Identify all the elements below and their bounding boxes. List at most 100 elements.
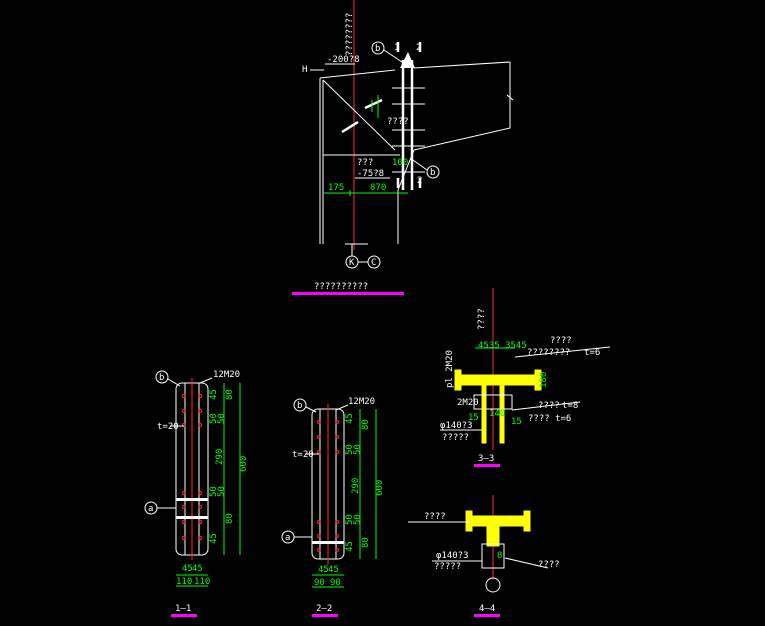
section-1-1: 12M20 b a t=20 45 80 50 50 290 50 50 80 … xyxy=(144,370,249,617)
bolt-holes-2 xyxy=(317,420,339,552)
mark-1-label: 1 xyxy=(394,43,399,53)
dim-2-80: 80 xyxy=(361,419,371,430)
bolt-group xyxy=(392,87,425,173)
weld-mark xyxy=(364,98,383,110)
left-label-3: 2M20 xyxy=(457,398,479,408)
section-2-2: 12M20 b a t=20 45 80 50 50 290 50 50 80 … xyxy=(281,397,385,617)
stiffener-1a xyxy=(176,498,208,501)
bottom-plate-label: -75?8 xyxy=(357,169,384,179)
bolt-holes-1 xyxy=(182,394,202,540)
axis-c-bubble xyxy=(367,255,381,269)
dim-2-80b: 80 xyxy=(361,537,371,548)
dim-1-45: 45 xyxy=(209,389,219,400)
top-note: ???????? xyxy=(345,13,355,56)
elevation-dims: 175 870 100 xyxy=(323,95,408,196)
sec-4-title-bar xyxy=(474,614,500,617)
dim-1-45b: 45 xyxy=(209,533,219,544)
t8-3: t=8 xyxy=(562,401,578,411)
dim-1-50d: 50 xyxy=(217,486,227,497)
mid-note: ???? xyxy=(387,117,409,127)
section-3-3-title: 3—3 xyxy=(478,454,494,464)
beam-bottom-flange xyxy=(413,127,511,151)
bolts-label-2: 12M20 xyxy=(348,397,375,407)
dim-8-4: 8 xyxy=(497,551,502,561)
dim-2-45c: 45 xyxy=(318,565,329,575)
dim-2-600: 600 xyxy=(375,480,385,496)
tag-b-circle xyxy=(371,41,385,55)
sec-3-title-bar xyxy=(474,464,500,467)
flange-plate-3 xyxy=(459,374,541,386)
web-right-3 xyxy=(499,384,505,444)
h-mark: H xyxy=(302,65,307,75)
elevation-view: 1 2 2 b b H -200?8 ???????? ???? ??? -75… xyxy=(292,0,514,295)
mark-2b-label: 2 xyxy=(417,176,422,186)
tag-b2-label: b xyxy=(430,168,435,178)
bottom-note: ??? xyxy=(357,158,373,168)
dim-1-45c: 45 xyxy=(182,564,193,574)
dims-top-3: 4535 3545 xyxy=(478,341,527,351)
tag-a-1: a xyxy=(148,504,153,514)
dim-2-45: 45 xyxy=(345,413,355,424)
section-3-3: 4535 3545 ???? ???? ???????? t=6 pl 2M20… xyxy=(440,288,611,467)
mark-2-label: 2 xyxy=(416,43,421,53)
bolts-label-1: 12M20 xyxy=(213,370,240,380)
note-4: ???? xyxy=(424,512,446,522)
plate-top-cap xyxy=(400,52,415,68)
dim-175: 175 xyxy=(328,183,344,193)
stiffener-1b xyxy=(176,516,208,519)
beam-top-flange xyxy=(319,69,396,79)
dim-1-110b: 110 xyxy=(194,577,210,587)
pipe-circle-4 xyxy=(485,577,501,593)
dim-15a-3: 15 xyxy=(468,413,479,423)
section-1-1-title: 1—1 xyxy=(175,604,191,614)
break-mark xyxy=(506,94,514,101)
dim-2-45b: 45 xyxy=(345,541,355,552)
beam-top-flange-right xyxy=(413,61,511,69)
elevation-title: ?????????? xyxy=(314,282,368,292)
sec-1-title-bar xyxy=(171,614,197,617)
gusset-3 xyxy=(473,394,513,410)
pipe-note-4: ????? xyxy=(434,562,461,572)
dim-870: 870 xyxy=(370,183,386,193)
dim-2-90a: 90 xyxy=(314,578,325,588)
tag-b-label: b xyxy=(375,44,380,54)
sec-2-title-bar xyxy=(312,614,338,617)
pipe-stub-4 xyxy=(481,543,505,569)
dim-2-50b: 50 xyxy=(353,444,363,455)
dim-140-3: 140 xyxy=(489,409,505,419)
dim-1-80: 80 xyxy=(225,389,235,400)
dim-1-50b: 50 xyxy=(217,413,227,424)
diagonal-brace xyxy=(322,79,396,151)
dim-1-110a: 110 xyxy=(176,577,192,587)
dim-1-80b: 80 xyxy=(225,513,235,524)
section-4-4-title: 4—4 xyxy=(479,604,495,614)
dim-100: 100 xyxy=(392,158,408,168)
flange-left-3 xyxy=(454,369,462,391)
dim-180-3: 180 xyxy=(539,372,549,388)
pipe-4: φ140?3 xyxy=(436,551,469,561)
dim-1-290: 290 xyxy=(215,449,225,465)
web-left-3 xyxy=(481,384,487,444)
dim-1-50c: 50 xyxy=(209,486,219,497)
dim-2-50c: 50 xyxy=(345,514,355,525)
pipe-3: φ140?3 xyxy=(440,421,473,431)
dim-1-45d: 45 xyxy=(192,564,203,574)
thickness-1: t=20 xyxy=(157,422,179,432)
t6-3: t=6 xyxy=(584,348,600,358)
right-note-4: ???? xyxy=(538,560,560,570)
note-right1-3: ???? xyxy=(550,336,572,346)
flange-left-4 xyxy=(465,510,473,532)
weld-mark-2 xyxy=(341,120,359,134)
axis-c-label: C xyxy=(371,258,376,268)
dim-2-290: 290 xyxy=(351,478,361,494)
note-top-3: ???? xyxy=(477,308,487,330)
stiffener-2 xyxy=(312,541,344,544)
dim-2-45d: 45 xyxy=(328,565,339,575)
elevation-title-bar xyxy=(292,292,404,295)
flange-plate-4 xyxy=(469,515,527,527)
dim-15b-3: 15 xyxy=(511,417,522,427)
tag-a-2: a xyxy=(285,533,290,543)
tag-b-1: b xyxy=(159,373,164,383)
dim-1-50a: 50 xyxy=(209,413,219,424)
